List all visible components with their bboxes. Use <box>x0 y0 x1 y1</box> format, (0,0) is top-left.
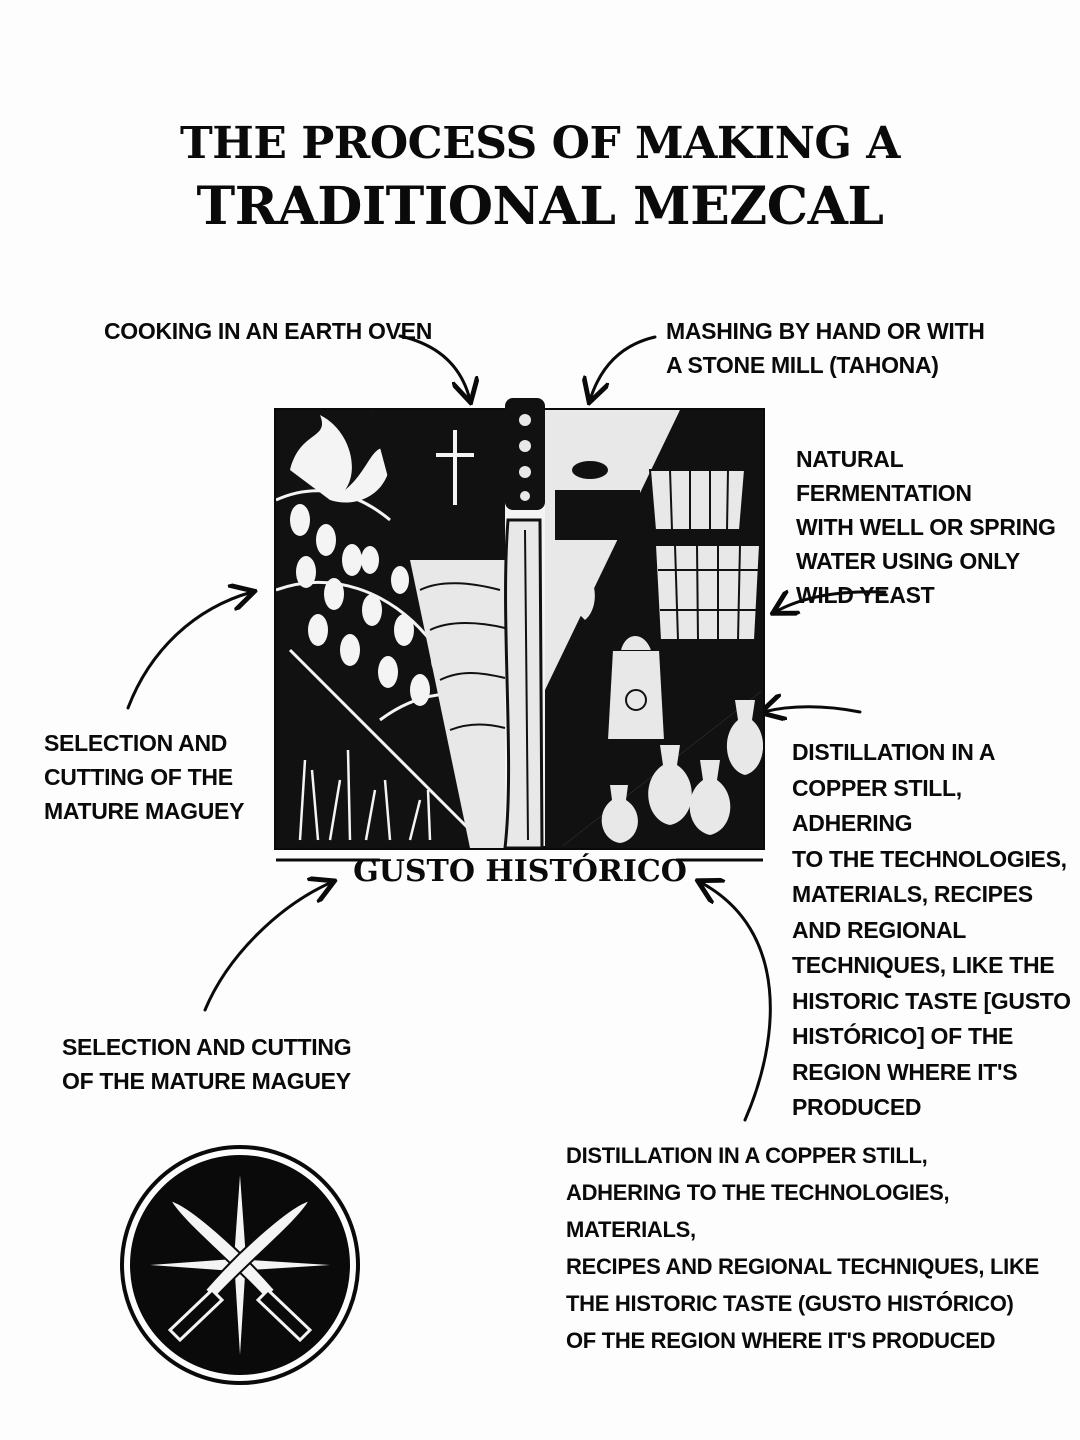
machete-handle-icon <box>505 398 545 510</box>
mezcal-illustration <box>274 398 765 862</box>
illustration-caption: GUSTO HISTÓRICO <box>353 854 687 889</box>
arrow-distillation-right <box>763 707 862 712</box>
crossed-machetes-logo <box>120 1145 360 1385</box>
arrow-selection-left <box>126 592 252 710</box>
label-cooking: COOKING IN AN EARTH OVEN <box>104 318 433 344</box>
arrow-mashing <box>590 335 657 400</box>
arrow-cooking <box>398 334 470 400</box>
arrows <box>126 334 887 1122</box>
machete-icon <box>503 518 544 848</box>
label-fermentation: NATURAL FERMENTATION WITH WELL OR SPRING… <box>796 446 1056 608</box>
label-distillation-right: DISTILLATION IN A COPPER STILL, ADHERING… <box>792 739 1071 1120</box>
arrow-selection-bottom <box>203 882 332 1012</box>
flame-shape <box>290 415 391 503</box>
label-selection-bottom: SELECTION AND CUTTING OF THE MATURE MAGU… <box>62 1034 352 1094</box>
label-distillation-bottom: DISTILLATION IN A COPPER STILL, ADHERING… <box>566 1143 1039 1353</box>
title-line-2: TRADITIONAL MEZCAL <box>196 176 884 237</box>
title-line-1: THE PROCESS OF MAKING A <box>180 118 900 169</box>
arrow-fermentation <box>775 592 887 612</box>
arrow-distillation-bottom <box>700 882 772 1122</box>
label-mashing: MASHING BY HAND OR WITH A STONE MILL (TA… <box>666 318 985 378</box>
label-selection-left: SELECTION AND CUTTING OF THE MATURE MAGU… <box>44 730 245 824</box>
